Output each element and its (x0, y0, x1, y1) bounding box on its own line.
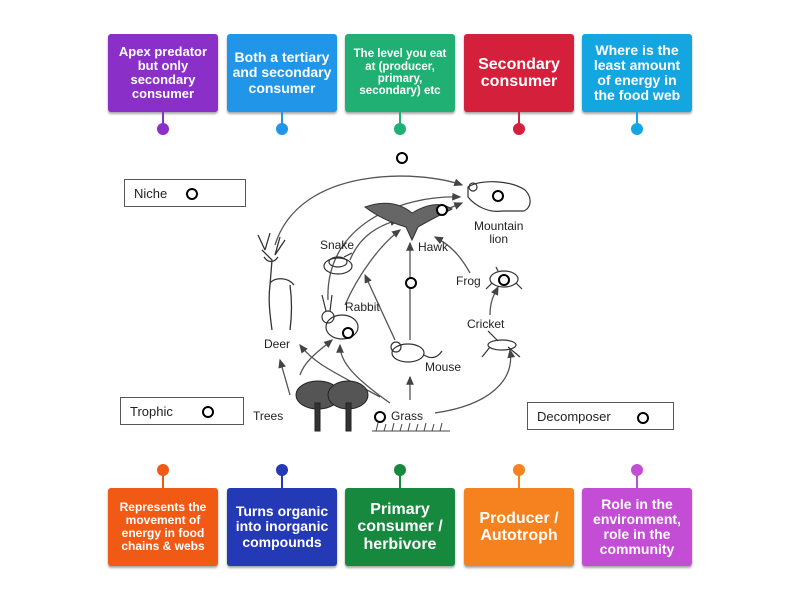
diagram-label-cricket: Cricket (467, 317, 505, 331)
pin-dot[interactable] (631, 464, 643, 476)
deer-illustration (257, 232, 295, 331)
drop-target-decomposer[interactable] (637, 412, 649, 424)
arrow-frog-hawk (433, 236, 471, 274)
pin-dot[interactable] (276, 464, 288, 476)
label-box-trophic: Trophic (120, 397, 244, 425)
food-web-diagram (257, 175, 531, 432)
answer-tile-role-environment[interactable]: Role in the environment, role in the com… (582, 488, 692, 566)
pin-connector (281, 474, 283, 488)
pin-connector (636, 474, 638, 488)
label-trophic-text: Trophic (130, 403, 173, 419)
drop-target-mouse-hawk-arrow[interactable] (405, 277, 417, 289)
pin-dot[interactable] (157, 464, 169, 476)
cricket-illustration (481, 330, 521, 358)
diagram-label-grass: Grass (391, 409, 424, 423)
snake-illustration (323, 252, 353, 275)
arrow-mouse-snake (364, 273, 396, 341)
drop-target-food-web-arrows[interactable] (396, 152, 408, 164)
mountain-lion-illustration (467, 181, 531, 212)
hawk-illustration (363, 202, 453, 242)
pin-connector (399, 112, 401, 126)
grass-illustration (372, 422, 450, 432)
drop-target-rabbit[interactable] (342, 327, 354, 339)
label-decomposer-text: Decomposer (537, 408, 611, 424)
diagram-label-snake: Snake (320, 238, 355, 252)
pin-dot[interactable] (394, 123, 406, 135)
answer-tile-least-energy[interactable]: Where is the least amount of energy in t… (582, 34, 692, 112)
arrow-cricket-frog (489, 285, 499, 316)
pin-dot[interactable] (394, 464, 406, 476)
diagram-label-rabbit: Rabbit (345, 300, 380, 314)
label-box-niche: Niche (124, 179, 246, 207)
pin-connector (281, 112, 283, 126)
answer-tile-producer[interactable]: Producer / Autotroph (464, 488, 574, 566)
pin-dot[interactable] (157, 123, 169, 135)
diagram-label-frog: Frog (456, 274, 481, 288)
answer-tile-tertiary-secondary[interactable]: Both a tertiary and secondary consumer (227, 34, 337, 112)
arrow-rabbit-lion (327, 192, 462, 301)
pin-connector (636, 112, 638, 126)
arrow-grass-rabbit (336, 343, 391, 404)
pin-dot[interactable] (276, 123, 288, 135)
pin-connector (518, 112, 520, 126)
answer-tile-secondary-consumer[interactable]: Secondary consumer (464, 34, 574, 112)
mouse-illustration (390, 341, 443, 363)
answer-tile-apex-predator[interactable]: Apex predator but only secondary consume… (108, 34, 218, 112)
pin-dot[interactable] (631, 123, 643, 135)
rabbit-illustration (321, 294, 359, 340)
label-niche-text: Niche (134, 185, 168, 201)
arrow-snake-hawk (349, 218, 400, 261)
arrow-trees-rabbit (299, 339, 333, 376)
arrow-deer-lion (274, 175, 464, 246)
drop-target-niche[interactable] (186, 188, 198, 200)
trees-illustration (295, 380, 369, 432)
diagram-label-trees: Trees (253, 409, 284, 423)
pin-connector (518, 474, 520, 488)
pin-connector (162, 112, 164, 126)
arrow-grass-deer (299, 343, 381, 398)
answer-tile-primary-consumer[interactable]: Primary consumer / herbivore (345, 488, 455, 566)
diagram-label-mouse: Mouse (425, 360, 462, 374)
diagram-label-hawk: Hawk (418, 240, 449, 254)
pin-dot[interactable] (513, 464, 525, 476)
answer-tile-energy-movement[interactable]: Represents the movement of energy in foo… (108, 488, 218, 566)
diagram-label-deer: Deer (264, 337, 291, 351)
answer-tile-organic-inorganic[interactable]: Turns organic into inorganic compounds (227, 488, 337, 566)
label-box-decomposer: Decomposer (527, 402, 674, 430)
drop-target-grass[interactable] (374, 411, 386, 423)
pin-connector (162, 474, 164, 488)
pin-dot[interactable] (513, 123, 525, 135)
drop-target-mountain-lion[interactable] (492, 190, 504, 202)
arrow-trees-deer (278, 358, 291, 396)
arrow-grass-cricket (434, 348, 516, 414)
pin-connector (399, 474, 401, 488)
drop-target-frog[interactable] (498, 274, 510, 286)
drop-target-trophic[interactable] (202, 406, 214, 418)
frog-illustration (485, 266, 523, 290)
answer-tile-trophic-level[interactable]: The level you eat at (producer, primary,… (345, 34, 455, 112)
diagram-label-mountain-lion: Mountain lion (474, 219, 524, 247)
drop-target-hawk[interactable] (436, 204, 448, 216)
arrow-rabbit-hawk (344, 229, 402, 306)
